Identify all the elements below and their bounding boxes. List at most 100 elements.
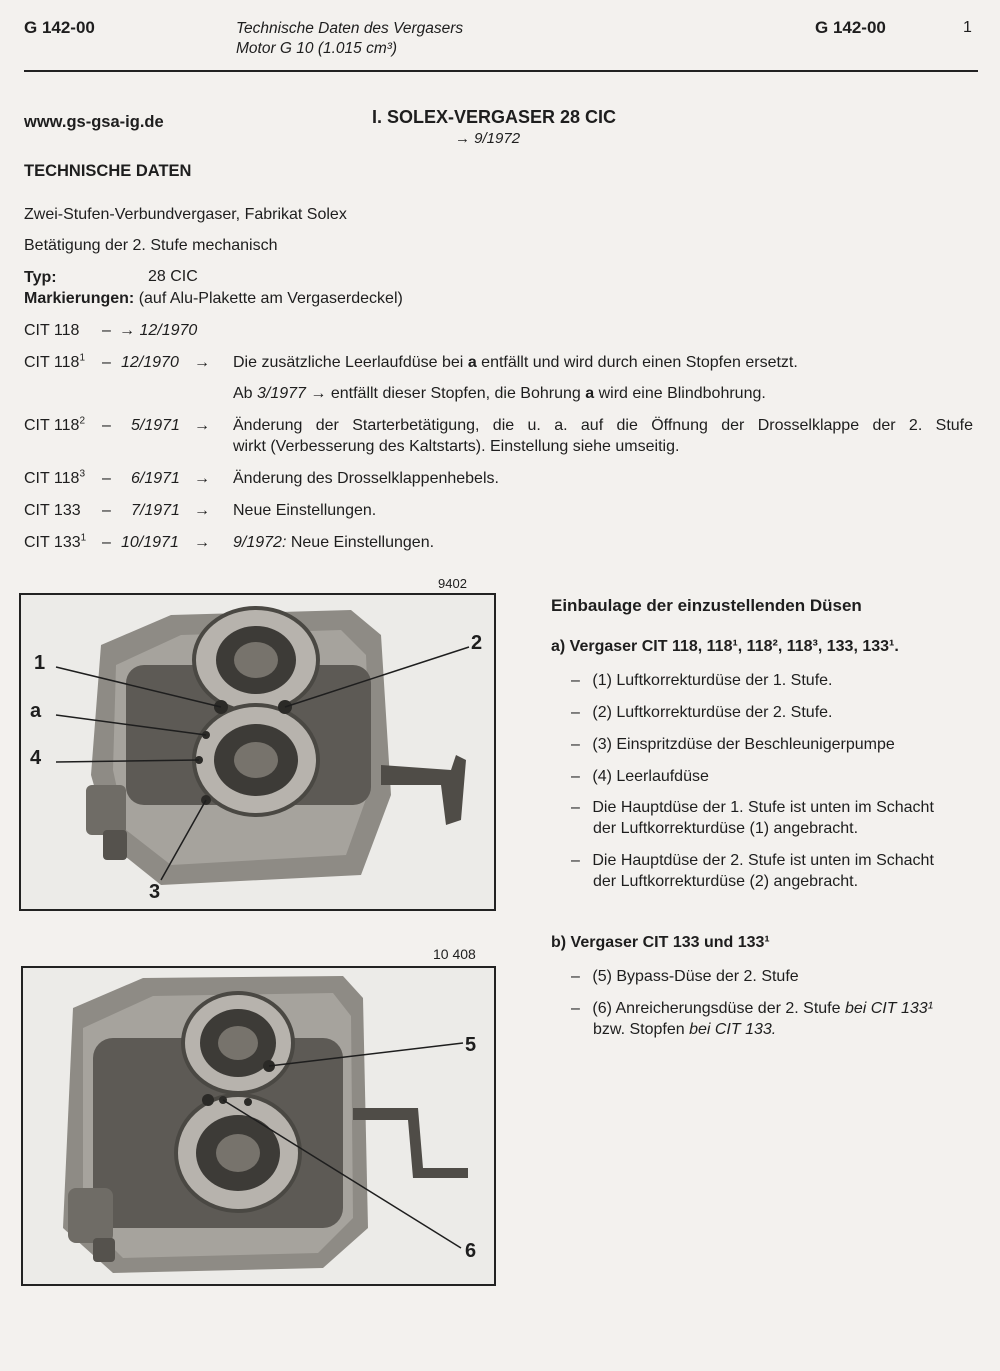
callout-2: 2 [471, 632, 483, 654]
version-dash: – [102, 417, 111, 434]
header-rule [24, 70, 978, 72]
version-model-sup: 1 [79, 352, 85, 364]
dash: – [571, 852, 580, 869]
carburetor-illustration-1 [21, 595, 494, 909]
markings-line: Markierungen: (auf Alu-Plakette am Verga… [24, 288, 403, 309]
version-dash: – [102, 354, 111, 371]
dash: – [571, 704, 580, 721]
list-item-text: (3) Einspritzdüse der Beschleunigerpumpe [592, 736, 895, 753]
text-part: Neue Einstellungen. [286, 534, 435, 551]
list-item-text: (1) Luftkorrekturdüse der 1. Stufe. [592, 672, 833, 689]
list-item-text: (5) Bypass-Düse der 2. Stufe [592, 968, 799, 985]
list-item: – Die Hauptdüse der 2. Stufe ist unten i… [571, 850, 934, 871]
list-item-text-italic: bei CIT 133¹ [844, 1000, 933, 1017]
arrow-icon: → [194, 417, 210, 434]
figure-number: 10 408 [433, 946, 476, 962]
version-date: 10/1971 [121, 534, 179, 551]
list-item: – (3) Einspritzdüse der Beschleunigerpum… [571, 734, 895, 755]
dash: – [571, 672, 580, 689]
carburetor-illustration-2 [23, 968, 494, 1284]
version-text: Neue Einstellungen. [233, 502, 377, 519]
version-date: → 12/1970 [119, 320, 197, 341]
version-dash: – [102, 502, 111, 519]
version-model-sup: 2 [79, 415, 85, 427]
tech-line1: Zwei-Stufen-Verbundvergaser, Fabrikat So… [24, 206, 347, 223]
doc-code-right: G 142-00 [815, 18, 886, 37]
version-model: CIT 1181 [24, 352, 85, 373]
dash: – [571, 968, 580, 985]
list-item: – (6) Anreicherungsdüse der 2. Stufe bei… [571, 998, 933, 1019]
version-text: Änderung des Drosselklappenhebels. [233, 470, 499, 487]
arrow-icon: → [194, 534, 210, 551]
list-item-text: Die Hauptdüse der 1. Stufe ist unten im … [592, 799, 934, 816]
version-text: Die zusätzliche Leerlaufdüse bei a entfä… [233, 352, 798, 373]
version-date: 12/1970 [121, 354, 179, 371]
markings-value: (auf Alu-Plakette am Vergaserdeckel) [138, 290, 403, 307]
list-item-text-line2: der Luftkorrekturdüse (2) angebracht. [593, 873, 859, 890]
list-item-text-line2: der Luftkorrekturdüse (1) angebracht. [593, 820, 859, 837]
version-model-sup: 1 [80, 532, 87, 544]
header-title-line2: Motor G 10 (1.015 cm³) [236, 40, 398, 57]
arrow-icon: → [194, 354, 210, 371]
tech-line2: Betätigung der 2. Stufe mechanisch [24, 237, 278, 254]
list-item: – Die Hauptdüse der 1. Stufe ist unten i… [571, 797, 934, 818]
list-item-text: (6) Anreicherungsdüse der 2. Stufe [592, 1000, 845, 1017]
version-model-text: CIT 118 [24, 417, 80, 434]
list-item-text-line2: bzw. Stopfen bei CIT 133. [593, 1019, 776, 1040]
callout-6: 6 [465, 1240, 477, 1262]
callout-5: 5 [465, 1034, 477, 1056]
bore-label: a [585, 385, 595, 402]
version-date: 6/1971 [131, 470, 180, 487]
arrow-icon: → [194, 470, 210, 487]
version-model-sup: 3 [79, 468, 85, 480]
typ-value: 28 CIC [148, 268, 198, 285]
callout-4: 4 [30, 747, 42, 769]
list-item: – (1) Luftkorrekturdüse der 1. Stufe. [571, 670, 832, 691]
arrow-icon: → [194, 502, 210, 519]
version-dash: – [102, 322, 111, 339]
text-part: entfällt dieser Stopfen, die Bohrung [326, 385, 586, 402]
arrow-icon: → [455, 130, 470, 147]
version-date: 7/1971 [131, 502, 180, 519]
group-b-heading: b) Vergaser CIT 133 und 133¹ [551, 934, 770, 951]
version-model-text: CIT 118 [24, 470, 80, 487]
dash: – [571, 799, 580, 816]
text-part: Ab [233, 385, 258, 402]
list-item-text: (4) Leerlaufdüse [592, 768, 709, 785]
text-date: 9/1972: [233, 534, 287, 551]
group-a-heading: a) Vergaser CIT 118, 118¹, 118², 118³, 1… [551, 638, 899, 655]
section-title: I. SOLEX-VERGASER 28 CIC [372, 107, 617, 127]
carburetor-photo-1 [19, 593, 496, 911]
callout-1: 1 [34, 652, 46, 674]
version-text-line2: Ab 3/1977 → entfällt dieser Stopfen, die… [233, 383, 766, 404]
list-item-text: Die Hauptdüse der 2. Stufe ist unten im … [592, 852, 934, 869]
list-item: – (4) Leerlaufdüse [571, 766, 709, 787]
dash: – [571, 1000, 580, 1017]
version-model: CIT 1183 [24, 468, 85, 489]
figure-number: 9402 [438, 576, 467, 591]
version-dash: – [102, 470, 111, 487]
list-item: – (5) Bypass-Düse der 2. Stufe [571, 966, 799, 987]
version-row: CIT 118 [24, 320, 79, 341]
text-part: entfällt und wird durch einen Stopfen er… [476, 354, 798, 371]
version-date: 5/1971 [131, 417, 180, 434]
version-model-text: CIT 118 [24, 354, 80, 371]
header-title: Technische Daten des Vergasers Motor G 1… [236, 19, 463, 59]
callout-3: 3 [149, 881, 161, 903]
arrow-icon: → [310, 385, 327, 402]
version-text: 9/1972: Neue Einstellungen. [233, 532, 434, 553]
callout-a: a [30, 700, 42, 722]
tech-heading: TECHNISCHE DATEN [24, 162, 192, 180]
page-number: 1 [963, 19, 972, 36]
section-date: → 9/1972 [455, 130, 520, 147]
version-model: CIT 1182 [24, 415, 85, 436]
website-link[interactable]: www.gs-gsa-ig.de [24, 113, 164, 131]
version-text-line2: wirkt (Verbesserung des Kaltstarts). Ein… [233, 438, 680, 455]
version-model: CIT 1331 [24, 532, 86, 553]
install-heading: Einbaulage der einzustellenden Düsen [551, 596, 862, 615]
carburetor-photo-2 [21, 966, 496, 1286]
header-title-line1: Technische Daten des Vergasers [236, 20, 464, 37]
text-date: 3/1977 [257, 385, 306, 402]
version-model: CIT 118 [24, 322, 80, 339]
typ-label: Typ: [24, 269, 57, 286]
